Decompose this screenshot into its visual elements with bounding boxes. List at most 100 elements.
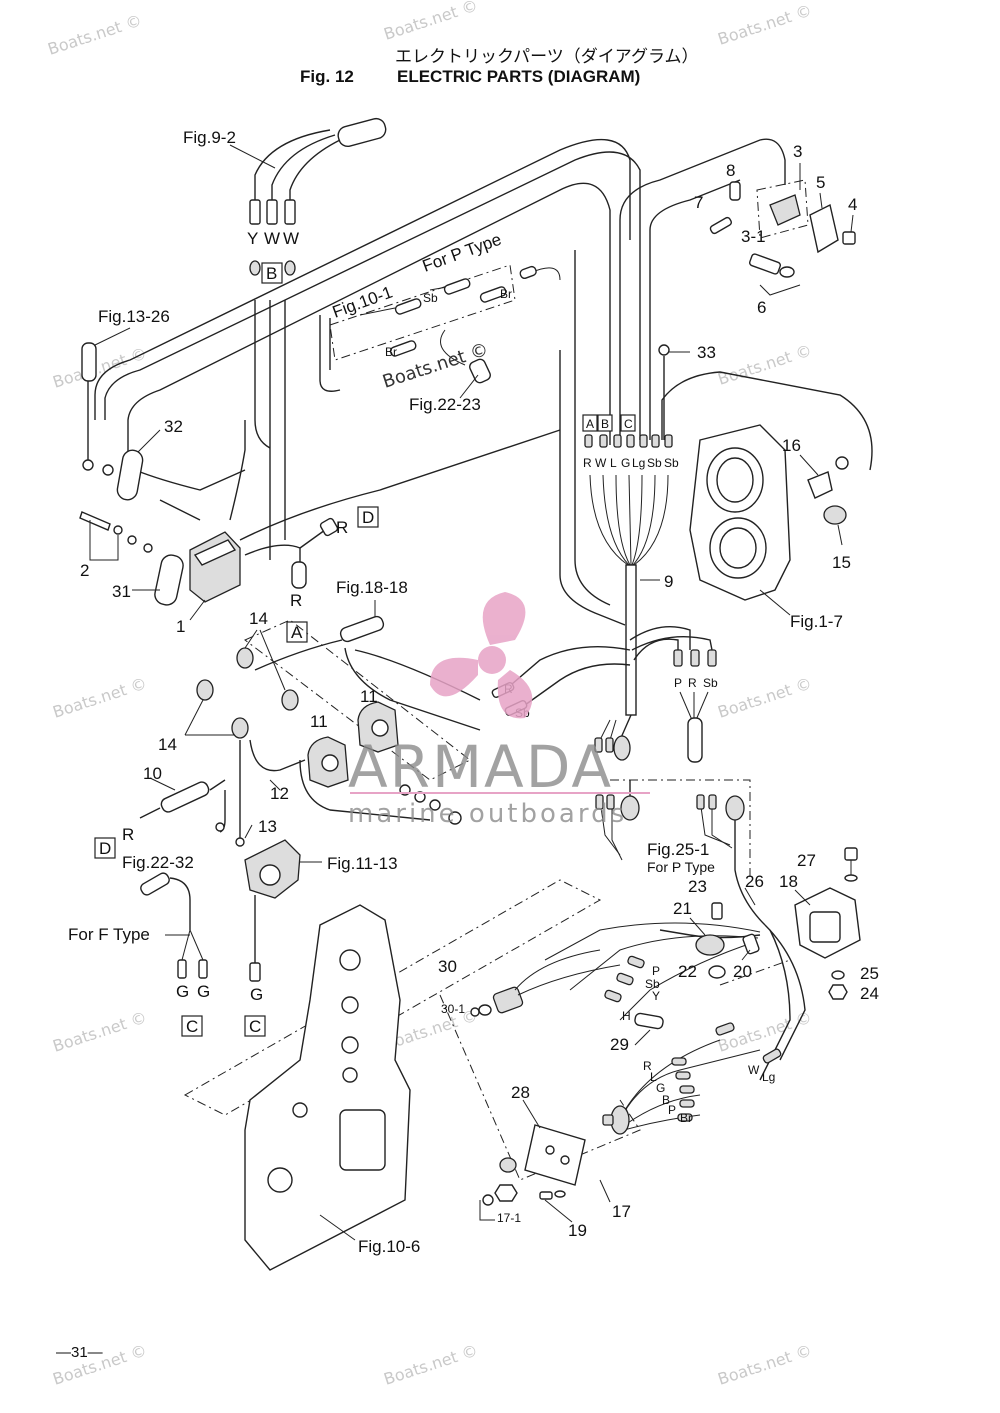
part-17-key-switch-body <box>610 1105 630 1135</box>
row-connectors <box>584 434 673 448</box>
label-23: 23 <box>688 877 707 896</box>
part-17-1-nut <box>494 1184 518 1202</box>
watermark-boats-8: Boats.net © <box>50 1008 149 1056</box>
ref-fig11-13: Fig.11-13 <box>327 854 398 873</box>
r-plug-left <box>291 561 307 589</box>
part-32-strap <box>116 449 144 501</box>
watermark-boats-5: Boats.net © <box>715 341 814 389</box>
watermark-boats-13: Boats.net © <box>715 1341 814 1389</box>
terminal-y <box>249 199 261 225</box>
part-27-bolt <box>844 847 858 861</box>
terminal-w1 <box>266 199 278 225</box>
part-10-sensor <box>160 781 210 813</box>
prs-code-r: R <box>688 676 697 690</box>
part-14-cap-3 <box>281 689 299 711</box>
box-b-top <box>261 262 283 284</box>
part-3-relay <box>769 194 801 226</box>
wire-code-r-d-top: R <box>336 518 348 537</box>
label-24: 24 <box>860 984 879 1003</box>
watermark-boats-6: Boats.net © <box>50 674 149 722</box>
part-20-clip <box>742 933 760 955</box>
k-code-br: Br <box>680 1111 692 1125</box>
label-for-f-type: For F Type <box>68 925 150 944</box>
ref-fig25-1: Fig.25-1 <box>647 840 709 859</box>
label-10: 10 <box>143 764 162 783</box>
label-25: 25 <box>860 964 879 983</box>
label-19: 19 <box>568 1221 587 1240</box>
box-d-top <box>357 506 379 528</box>
part-19-screw <box>539 1191 553 1200</box>
label-28: 28 <box>511 1083 530 1102</box>
watermark-boats-12: Boats.net © <box>381 1341 480 1389</box>
fig11-13-group: Fig.11-13 G C Fig.22-32 For F Type G G C <box>68 839 398 1037</box>
box-d-top-label: D <box>362 508 374 527</box>
row-code-l: L <box>610 456 617 470</box>
part-25-washer <box>831 970 845 980</box>
low-code-lg: Lg <box>762 1070 775 1084</box>
part-28-knob <box>499 1157 517 1173</box>
label-13: 13 <box>258 817 277 836</box>
ref-fig1-7: Fig.1-7 <box>790 612 843 631</box>
k-code-p: P <box>668 1103 676 1117</box>
title-japanese: エレクトリックパーツ（ダイアグラム） <box>395 47 698 67</box>
part-30-switch <box>492 986 524 1014</box>
part-24-nut <box>828 984 848 1000</box>
logo-armada-text: ARMADA <box>348 733 613 801</box>
terminal-w2 <box>284 199 296 225</box>
label-8: 8 <box>726 161 735 180</box>
ref-fig22-32: Fig.22-32 <box>122 853 194 872</box>
label-29: 29 <box>610 1035 629 1054</box>
watermark-boats-4: Boats.net © <box>50 344 149 392</box>
sw-code-p: P <box>652 964 660 978</box>
wire-code-r-d-low: R <box>122 825 134 844</box>
k-code-r: R <box>643 1059 652 1073</box>
fig1-7-group: Fig.1-7 16 15 <box>689 424 851 631</box>
fig22-32-plug <box>140 872 170 896</box>
label-3: 3 <box>793 142 802 161</box>
ref-fig18-18: Fig.18-18 <box>336 578 408 597</box>
label-32: 32 <box>164 417 183 436</box>
part-8-fuse <box>729 181 741 201</box>
sw-code-y: Y <box>652 989 660 1003</box>
part-6-bolt <box>748 253 782 275</box>
left-cluster: Fig.13-26 32 2 31 1 R R D A <box>79 307 379 643</box>
fig18-18-plug <box>339 615 385 643</box>
box-c-2-label: C <box>249 1017 261 1036</box>
box-c-conn <box>620 414 636 432</box>
label-4: 4 <box>848 195 857 214</box>
switch-panel-group: 18 27 25 24 20 21 23 22 30 <box>438 847 879 1240</box>
key-terminals <box>671 1057 695 1122</box>
label-15: 15 <box>832 553 851 572</box>
label-20: 20 <box>733 962 752 981</box>
part-2-bolt <box>79 511 111 531</box>
prs-code-sb: Sb <box>703 676 718 690</box>
ref-fig13-26: Fig.13-26 <box>98 307 170 326</box>
conn-a-label: A <box>586 417 594 431</box>
watermark-boats-2: Boats.net © <box>381 0 480 44</box>
connector-row: A B C R W L G Lg Sb Sb 9 <box>582 414 679 716</box>
k-code-g: G <box>656 1081 665 1095</box>
wire-code-y: Y <box>247 229 258 248</box>
label-2: 2 <box>80 561 89 580</box>
wire-code-br2: Br <box>385 345 397 359</box>
box-d-low <box>94 837 116 859</box>
wire-code-r-left: R <box>290 591 302 610</box>
ref-fig9-2: Fig.9-2 <box>183 128 236 147</box>
conn-b-label: B <box>601 417 609 431</box>
part-28-plate <box>524 1124 586 1186</box>
part-1-rectifier <box>189 531 241 603</box>
label-30: 30 <box>438 957 457 976</box>
k-code-b: B <box>662 1093 670 1107</box>
propeller-icon <box>430 592 533 719</box>
label-6: 6 <box>757 298 766 317</box>
header: エレクトリックパーツ（ダイアグラム） Fig. 12 ELECTRIC PART… <box>300 47 698 86</box>
part-16-clip <box>807 471 833 499</box>
fig25-1-group: Fig.25-1 For P Type 26 <box>595 779 766 926</box>
ignition-coil-group: Fig.18-18 14 14 11 11 12 <box>94 578 481 859</box>
box-a-conn <box>582 414 598 432</box>
part-3-group: 3 3-1 4 5 6 7 8 <box>694 142 857 317</box>
label-17-1: 17-1 <box>497 1211 521 1225</box>
wire-code-br1: Br <box>500 287 512 301</box>
label-7: 7 <box>694 193 703 212</box>
